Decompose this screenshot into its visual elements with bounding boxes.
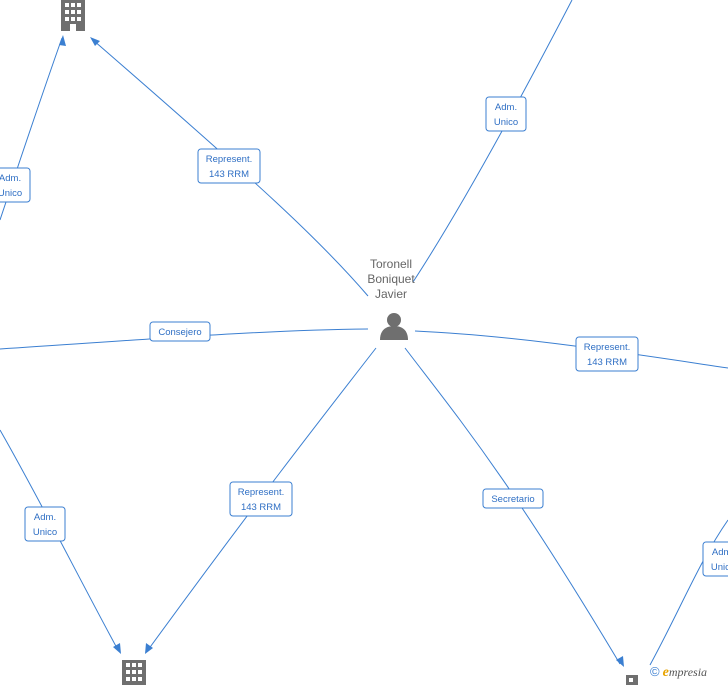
label-center-to-bottomright-line1: Secretario — [491, 494, 534, 505]
edges-layer — [0, 0, 728, 666]
company-node-bottom-left[interactable] — [122, 660, 146, 685]
person-node[interactable]: Toronell Boniquet Javier — [367, 257, 415, 340]
arrowhead-bottomleft-a — [113, 643, 121, 654]
label-right-to-bottomright[interactable]: Adm. Unico — [702, 541, 728, 577]
edge-right-to-bottomright — [649, 519, 728, 666]
arrowhead-bottomleft-b — [145, 643, 153, 654]
label-left-to-topleft-line1: Adm. — [0, 173, 21, 184]
label-center-to-right-line2: 143 RRM — [587, 357, 627, 368]
label-center-to-bottomleft-line1: Represent. — [238, 487, 284, 498]
brand-logo-text: mpresia — [668, 665, 708, 679]
person-icon — [380, 313, 408, 340]
company-node-bottom-right[interactable] — [626, 675, 638, 685]
arrowhead-topleft-b — [59, 35, 66, 46]
brand-logo-e: e — [662, 665, 669, 680]
label-left-to-topleft[interactable]: Adm. Unico — [0, 167, 31, 203]
label-right-to-bottomright-line1: Adm. — [712, 547, 728, 558]
building-icon — [626, 675, 638, 685]
edge-center-to-topleft — [92, 39, 369, 297]
label-left-to-bottomleft[interactable]: Adm. Unico — [24, 506, 66, 542]
person-name-line1: Toronell — [370, 257, 412, 271]
building-icon — [61, 0, 85, 31]
label-center-to-right[interactable]: Represent. 143 RRM — [575, 336, 639, 372]
edge-center-to-topright — [412, 0, 573, 283]
edge-labels-layer: Represent. 143 RRM Adm. Unico Consejero … — [0, 96, 728, 577]
label-center-to-right-line1: Represent. — [584, 342, 630, 353]
label-center-to-bottomleft-line2: 143 RRM — [241, 502, 281, 513]
label-center-to-topleft[interactable]: Represent. 143 RRM — [197, 148, 261, 184]
person-name-line2: Boniquet — [367, 272, 415, 286]
copyright-symbol: © — [650, 664, 660, 679]
arrowheads-layer — [59, 35, 624, 667]
label-left-to-bottomleft-line1: Adm. — [34, 512, 56, 523]
label-right-to-bottomright-line2: Unico — [711, 562, 728, 573]
label-center-to-topleft-line1: Represent. — [206, 154, 252, 165]
label-center-to-topright[interactable]: Adm. Unico — [485, 96, 527, 132]
label-center-to-topright-line2: Unico — [494, 117, 518, 128]
edge-center-to-bottomleft — [147, 347, 377, 651]
label-center-to-left-line1: Consejero — [158, 327, 201, 338]
label-center-to-topright-line1: Adm. — [495, 102, 517, 113]
company-node-top-left[interactable] — [61, 0, 85, 31]
arrowhead-topleft-a — [90, 37, 100, 46]
label-left-to-bottomleft-line2: Unico — [33, 527, 57, 538]
edge-center-to-bottomright — [404, 347, 621, 665]
person-name-line3: Javier — [375, 287, 407, 301]
empresia-watermark: © empresia — [650, 664, 707, 684]
label-center-to-topleft-line2: 143 RRM — [209, 169, 249, 180]
label-center-to-bottomright[interactable]: Secretario — [482, 488, 544, 509]
label-center-to-left[interactable]: Consejero — [149, 321, 211, 342]
label-left-to-topleft-line2: Unico — [0, 188, 22, 199]
label-center-to-bottomleft[interactable]: Represent. 143 RRM — [229, 481, 293, 517]
building-icon — [122, 660, 146, 685]
edge-center-to-right — [414, 330, 728, 369]
arrowhead-bottomright — [616, 656, 624, 667]
